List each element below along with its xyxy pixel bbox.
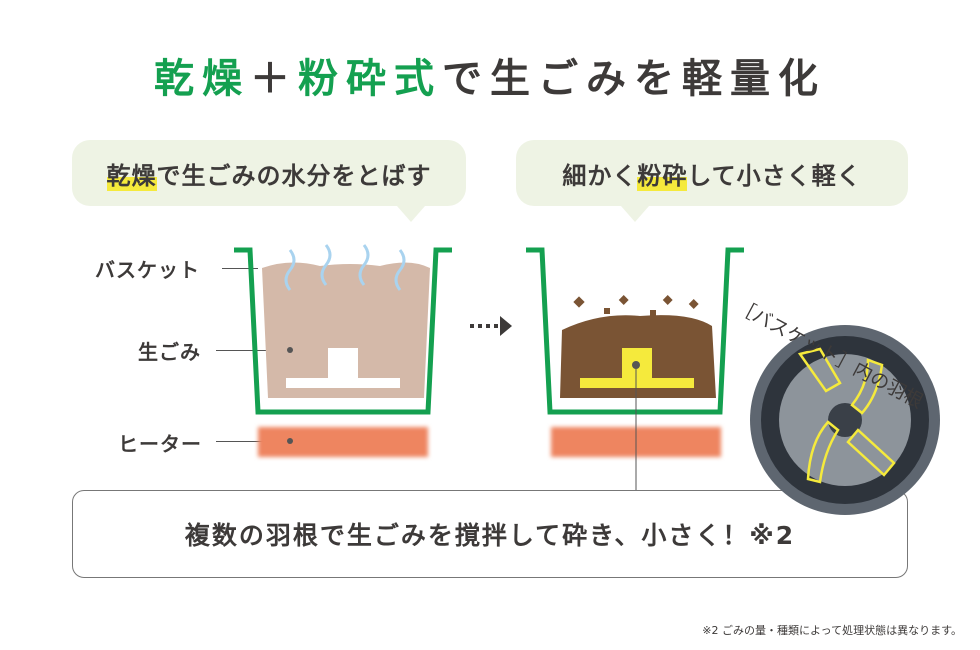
- title-rest: で生ごみを軽量化: [442, 56, 826, 102]
- heater-left: [258, 427, 428, 457]
- label-heater: ヒーター: [118, 432, 202, 456]
- label-basket: バスケット: [95, 258, 200, 282]
- title-drying: 乾燥: [154, 56, 250, 102]
- bubble-drying: 乾燥で生ごみの水分をとばす: [72, 140, 466, 222]
- leader-line: [216, 441, 290, 442]
- leader-line: [222, 268, 258, 269]
- summary-text: 複数の羽根で生ごみを撹拌して砕き、小さく！※2: [184, 521, 796, 550]
- bubble-text: で生ごみの水分をとばす: [156, 161, 432, 190]
- title-crushing: 粉砕式: [298, 56, 442, 102]
- bubble-crushing: 細かく粉砕して小さく軽く: [516, 140, 908, 222]
- footnote: ※2 ごみの量・種類によって処理状態は異なります。: [702, 624, 962, 637]
- summary-box: 複数の羽根で生ごみを撹拌して砕き、小さく！※2: [72, 490, 908, 578]
- bubble-highlight: 粉砕: [637, 155, 688, 191]
- title-plus: ＋: [250, 56, 298, 102]
- bubble-text: して小さく軽く: [687, 161, 862, 190]
- basket-photo: [750, 325, 940, 515]
- bubble-pre: 細かく: [562, 161, 638, 190]
- label-garbage: 生ごみ: [138, 340, 201, 364]
- blade-icon: [797, 347, 896, 484]
- bubble-highlight: 乾燥: [106, 155, 157, 191]
- basket-before: [234, 244, 452, 415]
- steam-icon: [284, 244, 406, 291]
- arrow-icon: [470, 316, 512, 336]
- page-title: 乾燥＋粉砕式で生ごみを軽量化: [0, 46, 980, 104]
